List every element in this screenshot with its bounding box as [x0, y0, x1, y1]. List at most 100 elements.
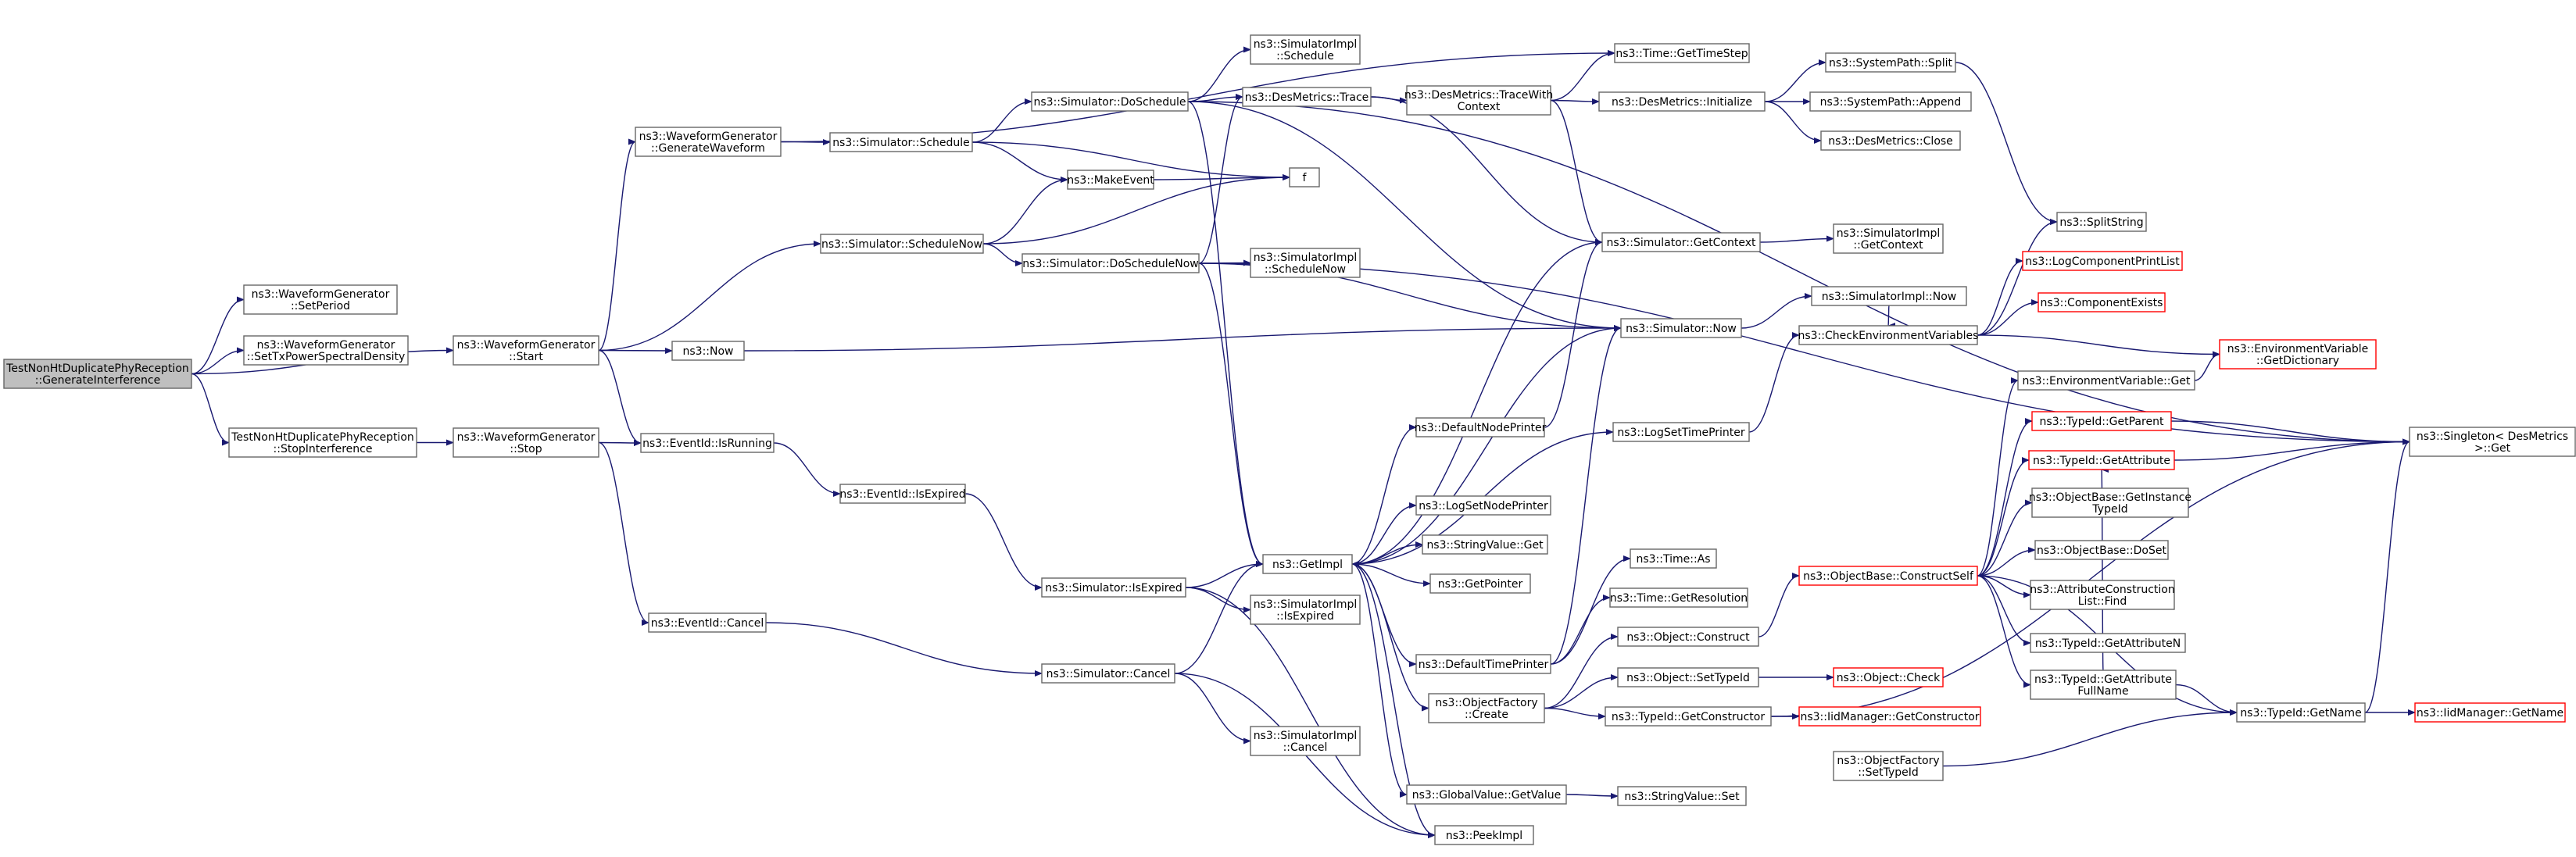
node-box — [1031, 91, 1189, 112]
node-simimpl-isexpired[interactable]: ns3::SimulatorImpl::IsExpired — [1250, 595, 1361, 625]
node-typeid-getattrn[interactable]: ns3::TypeId::GetAttributeN — [2030, 633, 2186, 653]
node-time-gettimestep[interactable]: ns3::Time::GetTimeStep — [1614, 43, 1750, 63]
node-objfactory-create[interactable]: ns3::ObjectFactory::Create — [1428, 693, 1545, 723]
node-compexists[interactable]: ns3::ComponentExists — [2038, 292, 2166, 312]
node-label: ns3::SimulatorImpl — [1254, 598, 1358, 611]
node-simimpl-getcontext[interactable]: ns3::SimulatorImpl::GetContext — [1833, 223, 1944, 254]
node-f[interactable]: f — [1289, 167, 1320, 187]
node-label: ns3::LogSetTimePrinter — [1617, 427, 1745, 439]
node-obj-construct[interactable]: ns3::Object::Construct — [1617, 627, 1759, 647]
node-logsettimeprinter[interactable]: ns3::LogSetTimePrinter — [1612, 422, 1750, 442]
node-objbase-doset[interactable]: ns3::ObjectBase::DoSet — [2034, 540, 2169, 560]
node-splitstring[interactable]: ns3::SplitString — [2056, 212, 2147, 232]
node-singleton-get[interactable]: ns3::Singleton< DesMetrics >::Get — [2409, 427, 2576, 457]
node-iidmgr-getctor[interactable]: ns3::IidManager::GetConstructor — [1798, 706, 1981, 727]
node-box — [1250, 595, 1361, 625]
node-sim-now[interactable]: ns3::Simulator::Now — [1620, 318, 1742, 338]
node-defnodeprinter[interactable]: ns3::DefaultNodePrinter — [1415, 417, 1547, 437]
node-peekimpl[interactable]: ns3::PeekImpl — [1434, 825, 1534, 845]
node-ev-cancel[interactable]: ns3::EventId::Cancel — [648, 612, 767, 633]
node-envvar-get[interactable]: ns3::EnvironmentVariable::Get — [2017, 370, 2195, 391]
node-typeid-getname[interactable]: ns3::TypeId::GetName — [2236, 702, 2366, 723]
edge-sim-doschedulenow-to-desm-trace — [1198, 94, 1243, 264]
edge-layer — [191, 46, 2416, 838]
node-typeid-getctor[interactable]: ns3::TypeId::GetConstructor — [1605, 706, 1772, 727]
node-box — [453, 335, 599, 366]
node-simimpl-schedulenow[interactable]: ns3::SimulatorImpl::ScheduleNow — [1250, 248, 1361, 278]
node-label: ns3::PeekImpl — [1446, 830, 1522, 842]
node-time-as[interactable]: ns3::Time::As — [1630, 548, 1717, 569]
node-sim-schedulenow[interactable]: ns3::Simulator::ScheduleNow — [820, 234, 984, 254]
edge-desm-tracewc-to-desm-init — [1550, 98, 1600, 105]
node-time-getres[interactable]: ns3::Time::GetResolution — [1609, 587, 1748, 608]
node-sim-schedule[interactable]: ns3::Simulator::Schedule — [829, 132, 973, 152]
node-checkenv[interactable]: ns3::CheckEnvironmentVariables — [1798, 325, 1979, 345]
node-obj-settypeid[interactable]: ns3::Object::SetTypeId — [1617, 667, 1759, 687]
node-box — [2236, 702, 2366, 723]
node-label: ns3::WaveformGenerator — [457, 339, 596, 352]
node-sim-doschedulenow[interactable]: ns3::Simulator::DoScheduleNow — [1021, 253, 1200, 273]
node-label: f — [1303, 172, 1308, 184]
node-iidmgr-getname[interactable]: ns3::IidManager::GetName — [2414, 702, 2566, 723]
node-sim-isexpired[interactable]: ns3::Simulator::IsExpired — [1041, 577, 1186, 598]
edge-objbase-constructself-to-objbase-doset — [1977, 547, 2036, 577]
node-simimpl-now[interactable]: ns3::SimulatorImpl::Now — [1811, 286, 1967, 306]
node-objbase-constructself[interactable]: ns3::ObjectBase::ConstructSelf — [1798, 566, 1978, 586]
node-ev-isexpired[interactable]: ns3::EventId::IsExpired — [839, 484, 966, 504]
edge-getimpl-to-gv-getvalue — [1351, 563, 1408, 798]
node-strval-set[interactable]: ns3::StringValue::Set — [1617, 786, 1747, 806]
node-sim-cancel[interactable]: ns3::Simulator::Cancel — [1041, 663, 1175, 684]
node-now[interactable]: ns3::Now — [671, 341, 745, 361]
node-desm-close[interactable]: ns3::DesMetrics::Close — [1820, 130, 1961, 151]
node-logcomplist[interactable]: ns3::LogComponentPrintList — [2022, 251, 2183, 271]
node-sp-append[interactable]: ns3::SystemPath::Append — [1809, 91, 1972, 112]
node-label: TestNonHtDuplicatePhyReception — [231, 431, 414, 444]
node-envvar-getdict[interactable]: ns3::EnvironmentVariable::GetDictionary — [2219, 339, 2377, 370]
node-label: ns3::WaveformGenerator — [457, 431, 596, 444]
node-label: TypeId — [2091, 503, 2127, 516]
node-makeevent[interactable]: ns3::MakeEvent — [1067, 170, 1154, 190]
node-box — [635, 127, 782, 157]
node-ev-isrunning[interactable]: ns3::EventId::IsRunning — [640, 433, 775, 453]
node-box — [2022, 251, 2183, 271]
node-box — [1833, 751, 1944, 781]
node-sp-split[interactable]: ns3::SystemPath::Split — [1825, 52, 1956, 73]
node-objfactory-settypeid[interactable]: ns3::ObjectFactory::SetTypeId — [1833, 751, 1944, 781]
node-logsetnodeprinter[interactable]: ns3::LogSetNodePrinter — [1415, 495, 1551, 516]
node-desm-init[interactable]: ns3::DesMetrics::Initialize — [1598, 91, 1766, 112]
edge-ev-isexpired-to-sim-isexpired — [964, 493, 1043, 591]
node-getimpl[interactable]: ns3::GetImpl — [1262, 554, 1353, 574]
node-obj-check[interactable]: ns3::Object::Check — [1833, 667, 1944, 687]
node-box — [1820, 130, 1961, 151]
node-getpointer[interactable]: ns3::GetPointer — [1429, 573, 1531, 594]
node-wg-stop[interactable]: ns3::WaveformGenerator::Stop — [453, 427, 599, 458]
node-stopint[interactable]: TestNonHtDuplicatePhyReception::StopInte… — [228, 427, 417, 458]
node-wg-settxpsd[interactable]: ns3::WaveformGenerator::SetTxPowerSpectr… — [243, 335, 409, 366]
node-gv-getvalue[interactable]: ns3::GlobalValue::GetValue — [1406, 784, 1567, 805]
node-root[interactable]: TestNonHtDuplicatePhyReception::Generate… — [3, 359, 192, 389]
node-typeid-getparent[interactable]: ns3::TypeId::GetParent — [2031, 411, 2172, 431]
node-box — [2038, 292, 2166, 312]
node-label: ::Start — [509, 351, 543, 363]
node-strval-get[interactable]: ns3::StringValue::Get — [1422, 534, 1548, 555]
edge-sim-now-to-simimpl-now — [1741, 293, 1812, 329]
node-label: ns3::SplitString — [2059, 216, 2143, 229]
node-simimpl-schedule[interactable]: ns3::SimulatorImpl::Schedule — [1250, 34, 1361, 65]
node-typeid-getattr[interactable]: ns3::TypeId::GetAttribute — [2028, 450, 2175, 470]
node-desm-trace[interactable]: ns3::DesMetrics::Trace — [1242, 87, 1372, 107]
node-box — [2028, 450, 2175, 470]
node-deftimeprinter[interactable]: ns3::DefaultTimePrinter — [1415, 654, 1551, 674]
node-label: ::Schedule — [1276, 50, 1334, 62]
node-wg-genwave[interactable]: ns3::WaveformGenerator::GenerateWaveform — [635, 127, 782, 157]
node-label: List::Find — [2078, 595, 2127, 608]
node-sim-doschedule[interactable]: ns3::Simulator::DoSchedule — [1031, 91, 1189, 112]
node-wg-setperiod[interactable]: ns3::WaveformGenerator::SetPeriod — [243, 284, 398, 315]
edge-sim-isexpired-to-simimpl-isexpired — [1185, 587, 1251, 613]
node-wg-start[interactable]: ns3::WaveformGenerator::Start — [453, 335, 599, 366]
node-simimpl-cancel[interactable]: ns3::SimulatorImpl::Cancel — [1250, 726, 1361, 756]
node-sim-getcontext[interactable]: ns3::Simulator::GetContext — [1601, 232, 1761, 252]
